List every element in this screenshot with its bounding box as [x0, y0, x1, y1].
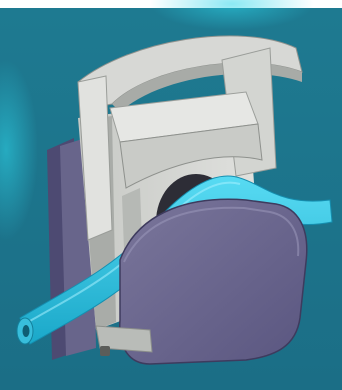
tube-bore — [23, 325, 30, 337]
base-screw — [100, 346, 110, 356]
